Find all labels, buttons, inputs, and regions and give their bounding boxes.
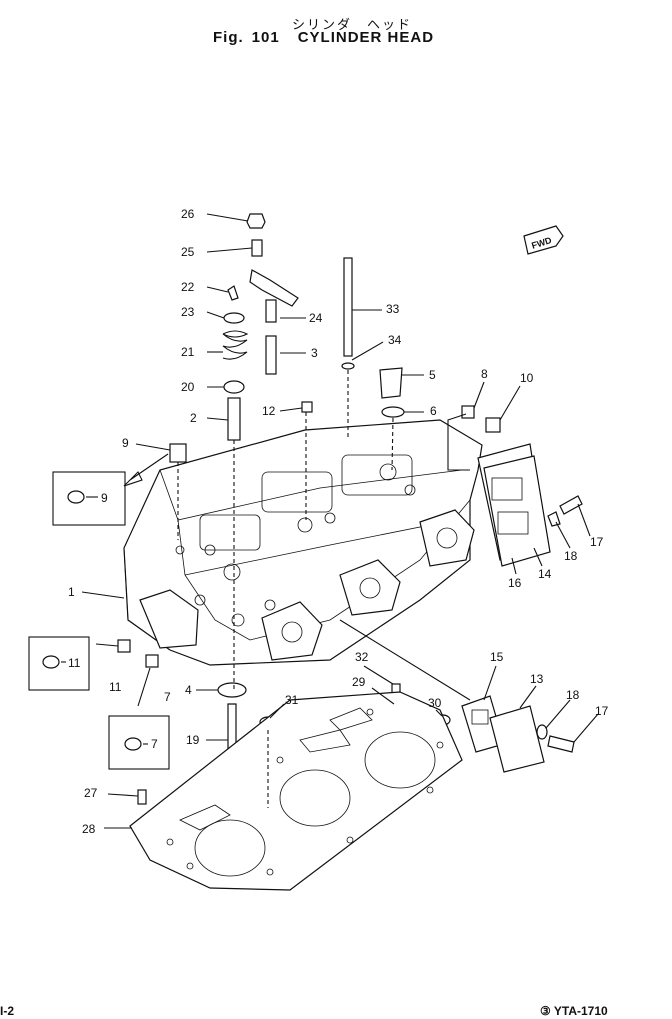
page-id-right: ③ YTA-1710 [540, 1004, 608, 1018]
callout-30: 30 [428, 696, 442, 710]
plug-part-7 [145, 654, 159, 668]
spring-seat-part-20 [223, 380, 245, 394]
figure-title: Fig. 101 CYLINDER HEAD [213, 29, 434, 46]
callout-32: 32 [355, 650, 369, 664]
callout-7: 7 [164, 690, 171, 704]
fig-prefix: Fig. [213, 29, 244, 46]
dowel-part-27 [137, 789, 147, 805]
head-gasket-part-28 [129, 691, 463, 891]
callout-34: 34 [388, 333, 402, 347]
arrow-9 [123, 453, 169, 487]
push-rod-part-3 [265, 335, 277, 375]
fig-number: 101 [251, 29, 280, 46]
cover-part-13 [489, 705, 545, 773]
callout-20: 20 [181, 380, 195, 394]
page-id-left: I-2 [0, 1004, 15, 1018]
fwd-badge: FWD [523, 225, 564, 255]
nut-part-26 [246, 213, 266, 229]
callout-22: 22 [181, 280, 195, 294]
callout-labels: 26 25 22 23 24 21 3 20 2 12 33 34 5 6 8 … [68, 207, 609, 836]
callout-13: 13 [530, 672, 544, 686]
plug-part-12 [301, 401, 313, 413]
side-covers [461, 443, 583, 773]
callout-9: 9 [122, 436, 129, 450]
inset-box-11 [28, 636, 90, 691]
washer-part-18 [536, 724, 548, 740]
callout-18-upper: 18 [564, 549, 578, 563]
callout-15: 15 [490, 650, 504, 664]
plug-part-9 [169, 443, 187, 463]
bolt-part-33 [343, 257, 353, 357]
callout-33: 33 [386, 302, 400, 316]
nozzle-sleeve-part-5 [379, 367, 403, 399]
valve-guide-part-2 [227, 397, 241, 441]
cotter-part-22 [227, 285, 239, 301]
callout-26: 26 [181, 207, 195, 221]
rocker-shaft [265, 299, 277, 323]
callout-7-inset: 7 [151, 737, 158, 751]
callout-29: 29 [352, 675, 366, 689]
callout-28: 28 [82, 822, 96, 836]
japanese-title: シリンダ ヘッド [292, 18, 413, 33]
gasket-part-14 [483, 455, 551, 567]
callout-11-inset: 11 [68, 656, 81, 670]
callout-11: 11 [109, 680, 122, 694]
callout-27: 27 [84, 786, 98, 800]
callout-10: 10 [520, 371, 534, 385]
callout-21: 21 [181, 345, 195, 359]
callout-23: 23 [181, 305, 195, 319]
leader-lines [81, 213, 599, 829]
inset-boxes [28, 471, 170, 770]
arrows-11-7 [95, 643, 151, 707]
part-title: CYLINDER HEAD [297, 29, 435, 46]
callout-17-upper: 17 [590, 535, 604, 549]
callout-17: 17 [595, 704, 609, 718]
callout-24: 24 [309, 311, 323, 325]
retainer-part-23 [223, 312, 245, 324]
callout-1: 1 [68, 585, 75, 599]
callout-12: 12 [262, 404, 276, 418]
callout-8: 8 [481, 367, 488, 381]
callout-25: 25 [181, 245, 195, 259]
o-ring-part-6 [381, 406, 405, 418]
plug-part-11 [117, 639, 131, 653]
callout-16: 16 [508, 576, 522, 590]
washer-part-18b [547, 511, 561, 527]
seal-part-4 [217, 682, 247, 698]
inset-box-7 [108, 715, 170, 770]
callout-18: 18 [566, 688, 580, 702]
callout-9-inset: 9 [101, 491, 108, 505]
callout-6: 6 [430, 404, 437, 418]
callout-14: 14 [538, 567, 552, 581]
callout-2: 2 [190, 411, 197, 425]
adjust-screw-part-25 [251, 239, 263, 257]
callout-31: 31 [285, 693, 299, 707]
callout-5: 5 [429, 368, 436, 382]
rocker-arm-part-24 [249, 269, 299, 307]
valve-spring-part-21 [222, 330, 249, 360]
bolt-part-17 [547, 735, 575, 753]
callout-4: 4 [185, 683, 192, 697]
washer-part-34 [341, 362, 355, 370]
callout-3: 3 [311, 346, 318, 360]
plug-part-10 [485, 417, 501, 433]
inset-box-9 [52, 471, 126, 526]
cylinder-head-block [123, 419, 483, 666]
plug-part-8 [461, 405, 475, 419]
bolt-part-17b [559, 495, 583, 515]
callout-19: 19 [186, 733, 200, 747]
